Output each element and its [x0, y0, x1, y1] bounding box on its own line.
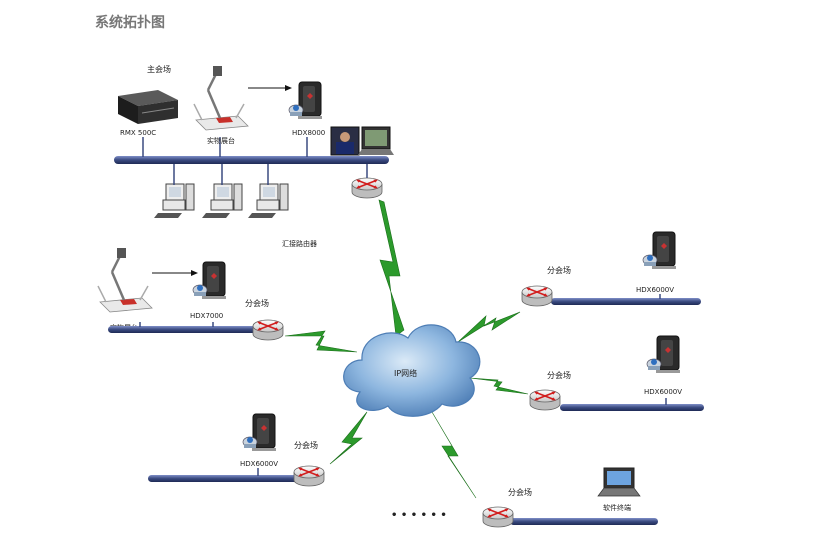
laptop-icon [597, 467, 641, 497]
mcu-device-icon [118, 90, 178, 124]
main-site: 主会场 RMX 500C 实物展台 HDX8000 [114, 64, 394, 248]
ip-network-cloud: IP网络 [343, 324, 481, 417]
branch-site-right-mid: 分会场 HDX6000V [529, 335, 704, 411]
main-site-label: 主会场 [147, 64, 171, 74]
hdx6000v-terminal-icon [242, 413, 277, 452]
branch-site-label: 分会场 [245, 298, 269, 308]
hdx6000v-label: HDX6000V [644, 388, 682, 396]
hdx6000v-terminal-icon [642, 231, 677, 270]
main-site-bus [114, 156, 389, 164]
branch-bus [148, 475, 298, 482]
diagram-title: 系统拓扑图 [95, 14, 165, 31]
branch-site-label: 分会场 [508, 487, 532, 497]
hdx7000-label: HDX7000 [190, 312, 223, 320]
more-sites-ellipsis: • • • • • • [391, 510, 447, 521]
hdx6000v-label: HDX6000V [636, 286, 674, 294]
branch-bus [510, 518, 658, 525]
hdx6000v-label: HDX6000V [240, 460, 278, 468]
router-icon [521, 285, 553, 307]
hdx6000v-terminal-icon [646, 335, 681, 374]
hdx7000-terminal-icon [192, 261, 227, 300]
ip-network-label: IP网络 [394, 368, 417, 378]
link-branch-right-top [457, 311, 521, 343]
branch-site-label: 分会场 [547, 370, 571, 380]
branch-site-bottom-right: 分会场 软件终端 [482, 467, 658, 528]
pc-icon [201, 183, 243, 219]
document-camera-icon [96, 246, 154, 314]
branch-bus [560, 404, 704, 411]
link-main [378, 199, 405, 337]
software-terminal-label: 软件终端 [603, 503, 631, 512]
link-branch-right-mid [469, 377, 529, 395]
router-icon [351, 177, 383, 199]
router-icon [252, 319, 284, 341]
router-icon [293, 465, 325, 487]
network-links [284, 199, 529, 499]
branch-site-hdx7000: 实物展台 HDX7000 分会场 [96, 246, 284, 341]
aggregation-router-label: 汇接路由器 [282, 239, 317, 248]
branch-site-bottom-left: HDX6000V 分会场 [148, 413, 325, 487]
link-branch-bottom-left [329, 411, 368, 465]
pc-icon [247, 183, 289, 219]
branch-site-label: 分会场 [294, 440, 318, 450]
branch-bus [108, 326, 260, 333]
branch-site-label: 分会场 [547, 265, 571, 275]
link-branch-left [284, 330, 358, 353]
mcu-label: RMX 500C [120, 129, 156, 137]
hdx8000-terminal-icon [288, 81, 323, 120]
router-icon [482, 506, 514, 528]
display-screens-icon [330, 126, 394, 156]
branch-bus [551, 298, 701, 305]
link-branch-bottom-right [431, 411, 477, 499]
pc-icon [153, 183, 195, 219]
branch-site-right-top: 分会场 HDX6000V [521, 231, 701, 307]
document-camera-icon [192, 64, 250, 132]
router-icon [529, 389, 561, 411]
hdx8000-label: HDX8000 [292, 129, 325, 137]
main-doc-camera-label: 实物展台 [207, 136, 235, 145]
